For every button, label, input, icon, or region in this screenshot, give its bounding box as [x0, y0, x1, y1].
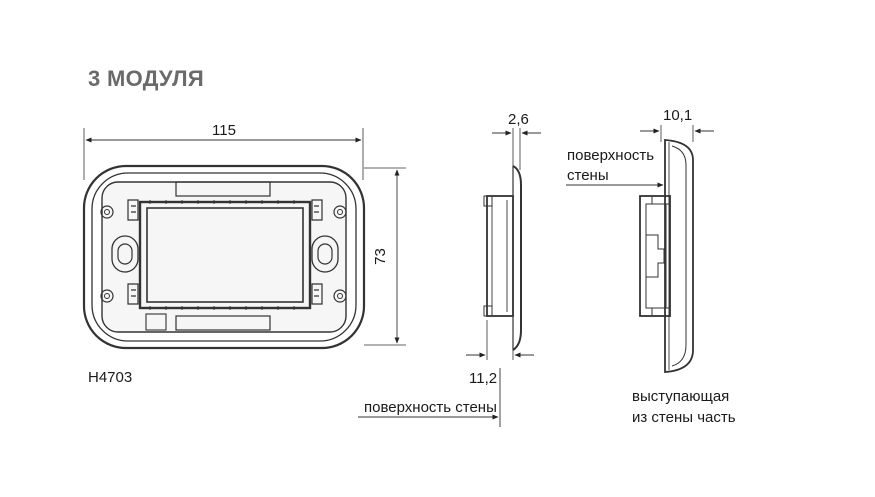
thin-top-dimension-label: 2,6 [508, 111, 529, 128]
screw-hole-bottom-left-core [104, 293, 110, 299]
screw-hole-bottom-right-core [337, 293, 343, 299]
screw-hole-top-right [333, 205, 347, 219]
front-view [82, 128, 406, 350]
oval-slot-right-inner [317, 243, 333, 265]
clip-right-bottom [311, 283, 323, 305]
frame-outer [82, 164, 366, 350]
width-dimension-label: 115 [212, 122, 236, 139]
thin-box-tab-bottom [483, 305, 493, 317]
oval-slot-left-outer [111, 235, 139, 273]
thin-bottom-dimension-label: 11,2 [469, 370, 498, 387]
bottom-square [145, 313, 167, 331]
oval-slot-right-outer [311, 235, 339, 273]
protruding-part-label-line2: из стены часть [632, 409, 736, 426]
screw-hole-top-left-core [104, 209, 110, 215]
thin-box-tab-top [483, 195, 493, 207]
frame-inner-edge [91, 172, 357, 342]
thick-box-notch [646, 234, 665, 278]
thick-box-tab-bottom [651, 307, 671, 317]
screw-hole-top-left [100, 205, 114, 219]
thick-cover-inner [671, 145, 687, 367]
screw-hole-bottom-right [333, 289, 347, 303]
screw-hole-bottom-left [100, 289, 114, 303]
thin-wall-surface-label: поверхность стены [364, 399, 497, 416]
side-view-thin [358, 128, 541, 427]
thick-box-tab-top [651, 195, 671, 205]
thick-box-inner [645, 203, 667, 309]
thin-plate-profile [512, 165, 522, 351]
protruding-part-label-line1: выступающая [632, 388, 730, 405]
product-code: H4703 [88, 369, 133, 386]
thick-wall-label-line2: стены [567, 167, 609, 184]
top-tab [175, 181, 271, 197]
clip-left-top [127, 199, 139, 221]
bottom-tab [175, 315, 271, 331]
module-opening-outer [138, 200, 312, 310]
thick-top-dimension-label: 10,1 [663, 107, 693, 124]
opening-teeth-bottom [149, 306, 295, 310]
opening-teeth-top [149, 200, 295, 204]
thick-cover-plate [664, 139, 694, 373]
side-view-thick [566, 125, 714, 373]
clip-right-top [311, 199, 323, 221]
oval-slot-left-inner [117, 243, 133, 265]
page-title: 3 МОДУЛЯ [88, 66, 204, 91]
thick-wall-label-line1: поверхность [567, 147, 655, 164]
height-dimension-label: 73 [371, 248, 389, 265]
module-opening-inner [146, 207, 304, 303]
clip-left-bottom [127, 283, 139, 305]
thin-box-body [486, 195, 514, 317]
screw-hole-top-right-core [337, 209, 343, 215]
